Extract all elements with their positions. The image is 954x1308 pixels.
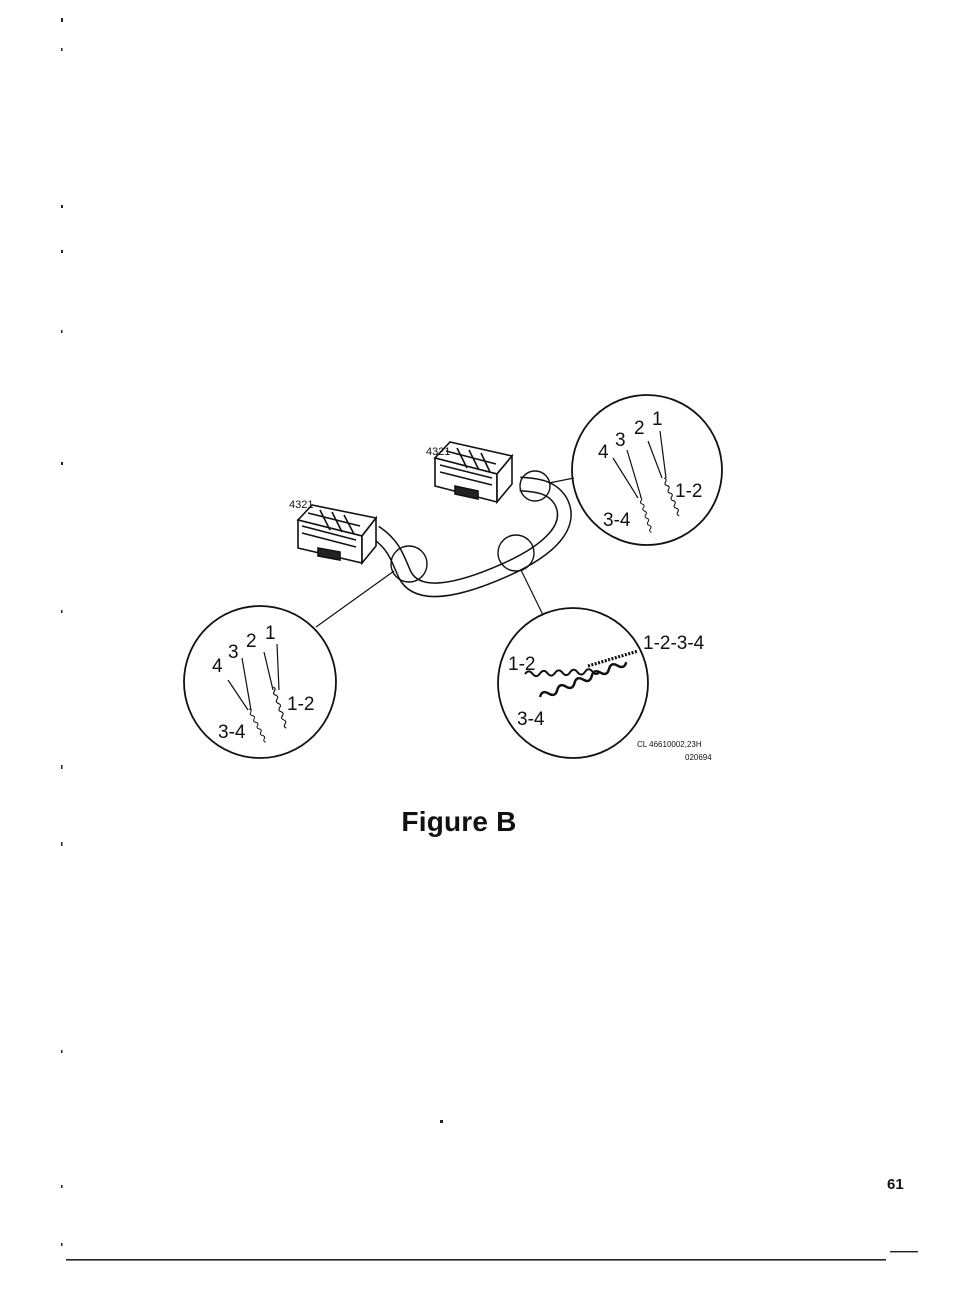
left-wire-3: 3 bbox=[228, 642, 239, 663]
topright-wire-1: 1 bbox=[652, 409, 663, 430]
left-connector-pins: 4321 bbox=[289, 499, 313, 511]
left-pair-3-4: 3-4 bbox=[218, 722, 246, 743]
figure-caption: Figure B bbox=[401, 806, 517, 837]
diagram-labels: 4321 4321 4 3 2 1 1-2 3-4 4 3 2 1 1-2 3-… bbox=[212, 409, 712, 762]
bottom-pair-1-2: 1-2 bbox=[508, 654, 535, 675]
detail-top-right bbox=[571, 394, 723, 546]
topright-wire-2: 2 bbox=[634, 418, 645, 439]
topright-wire-3: 3 bbox=[615, 430, 626, 451]
mark-right-top bbox=[519, 470, 551, 502]
cable bbox=[370, 476, 572, 598]
drawing-date: 020694 bbox=[685, 753, 712, 762]
right-connector-pins: 4321 bbox=[426, 446, 450, 458]
leader-lines bbox=[315, 477, 575, 628]
left-connector bbox=[296, 504, 378, 566]
left-wire-2: 2 bbox=[246, 631, 257, 652]
page-number: 61 bbox=[887, 1176, 904, 1193]
scan-artifacts bbox=[61, 18, 918, 1261]
left-wire-4: 4 bbox=[212, 656, 223, 677]
bottom-pair-3-4: 3-4 bbox=[517, 709, 545, 730]
right-connector bbox=[433, 441, 514, 505]
cable-magnifier-marks bbox=[390, 470, 551, 583]
bottom-combined-1-2-3-4: 1-2-3-4 bbox=[643, 633, 705, 654]
topright-pair-3-4: 3-4 bbox=[603, 510, 631, 531]
detail-left bbox=[183, 605, 337, 759]
drawing-code: CL 46610002,23H bbox=[637, 740, 702, 749]
left-wire-1: 1 bbox=[265, 623, 276, 644]
mark-left bbox=[390, 545, 428, 583]
topright-wire-4: 4 bbox=[598, 442, 609, 463]
mark-middle bbox=[497, 534, 535, 572]
left-pair-1-2: 1-2 bbox=[287, 694, 314, 715]
detail-bottom bbox=[497, 607, 649, 759]
topright-pair-1-2: 1-2 bbox=[675, 481, 702, 502]
